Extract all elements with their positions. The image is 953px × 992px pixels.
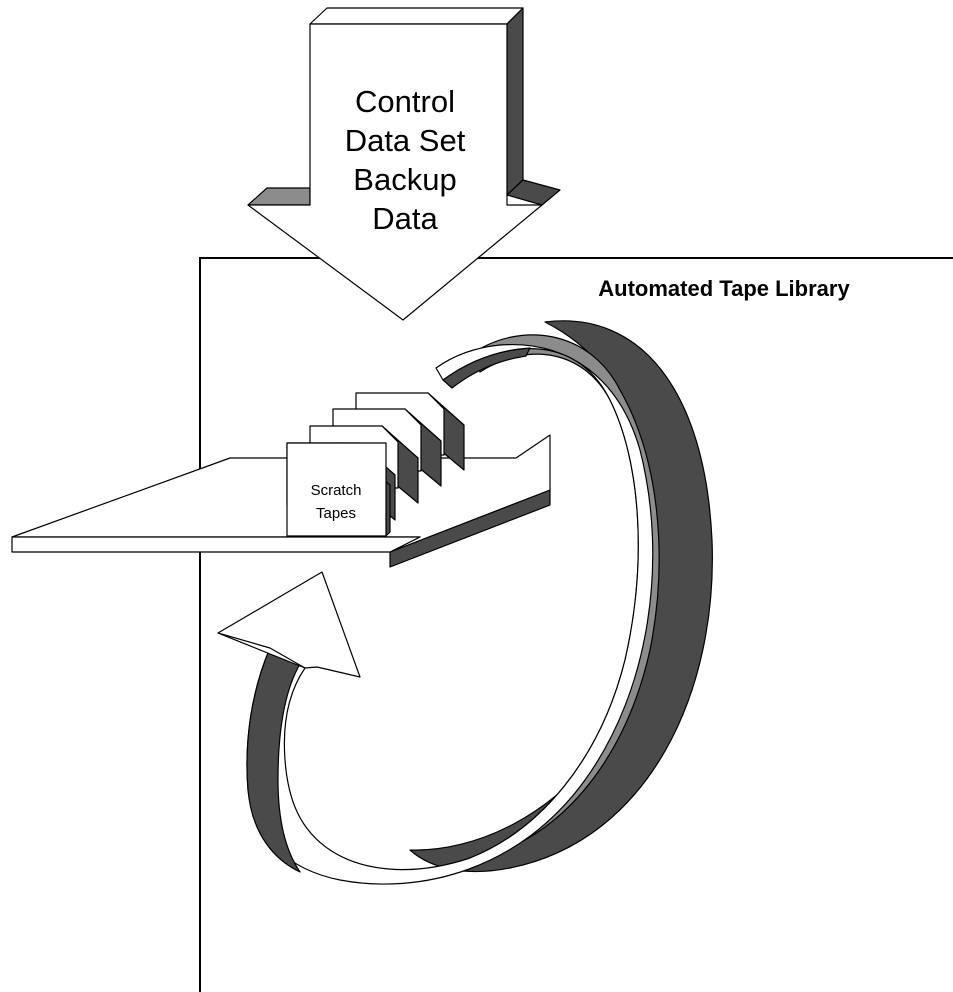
arrow-label-line-3: Backup [353,162,456,197]
transfer-arrow-edge [11,536,421,553]
backup-data-arrow [247,7,561,321]
backup-arrow-left-wing [247,187,311,206]
ring-arrow-head-shade [217,632,306,669]
ring-upper-dark [442,347,531,389]
ring-dark-side [409,320,713,873]
tape-label-line-1: Scratch [311,482,362,499]
transfer-arrow [11,434,551,568]
library-boundary [199,257,953,992]
backup-arrow-right-wing [506,179,561,206]
tape-front-face [286,442,387,537]
ring-arrow-head [217,571,361,678]
arrow-label-line-1: Control [355,84,455,119]
library-label: Automated Tape Library [598,276,850,301]
backup-arrow-right-side [506,7,524,196]
tape-label-line-2: Tapes [316,505,356,522]
backup-arrow-top [309,7,524,25]
arrow-label-line-2: Data Set [345,123,466,158]
backup-arrow-front [247,23,543,321]
ring-left-dark [246,647,301,873]
recycle-ring-arrow [217,320,713,885]
arrow-label-line-4: Data [372,201,438,236]
scratch-tapes-stack [286,392,465,537]
